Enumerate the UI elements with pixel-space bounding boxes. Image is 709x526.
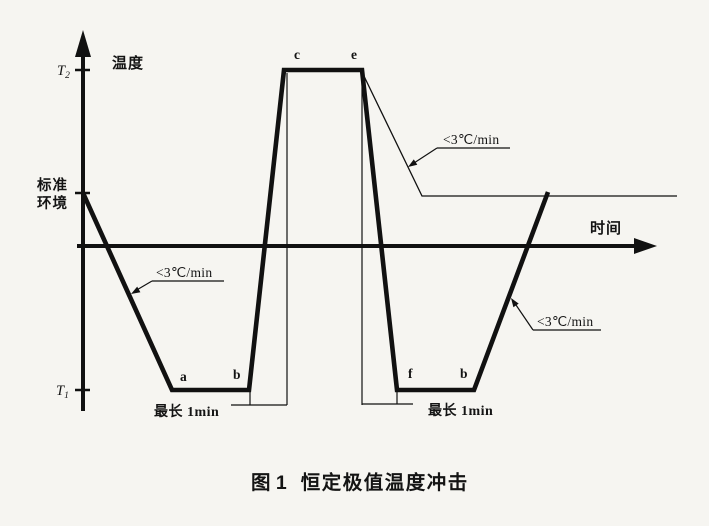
recovery-reference-line bbox=[361, 71, 677, 197]
rate-left-text: <3℃/min bbox=[156, 265, 212, 280]
point-label-e: e bbox=[351, 47, 357, 62]
point-label-f: f bbox=[408, 366, 413, 381]
t1-sub: 1 bbox=[64, 391, 69, 401]
y-axis-arrowhead-icon bbox=[75, 30, 91, 57]
rate-bottom-right-leader bbox=[515, 304, 534, 331]
point-label-b2: b bbox=[460, 366, 468, 381]
figure-caption-prefix: 图 1 bbox=[251, 472, 287, 494]
x-axis-label: 时间 bbox=[590, 219, 622, 237]
rate-bottom-right-arrowhead-icon bbox=[511, 298, 519, 308]
figure-caption: 图 1 恒定极值温度冲击 bbox=[251, 471, 469, 494]
rate-left-arrowhead-icon bbox=[131, 286, 141, 294]
dwell-label-left: 最长 1min bbox=[154, 403, 219, 420]
y-axis-label: 温度 bbox=[112, 54, 144, 72]
rate-top-right-arrowhead-icon bbox=[408, 159, 418, 167]
point-label-a: a bbox=[180, 369, 187, 384]
t2-base: T bbox=[57, 63, 66, 79]
t2-label: T2 bbox=[57, 63, 70, 81]
dwell-label-right: 最长 1min bbox=[428, 402, 493, 419]
rate-top-right-text: <3℃/min bbox=[443, 132, 499, 147]
ambient-label-line2: 环境 bbox=[37, 194, 68, 212]
figure-caption-title: 恒定极值温度冲击 bbox=[301, 471, 469, 494]
x-axis-arrowhead-icon bbox=[634, 238, 657, 254]
rate-bottom-right-text: <3℃/min bbox=[537, 314, 593, 329]
point-label-b1: b bbox=[233, 367, 241, 382]
point-label-c: c bbox=[294, 47, 300, 62]
t1-label: T1 bbox=[56, 383, 69, 401]
rate-top-right-leader bbox=[413, 147, 438, 164]
ambient-label-line1: 标准 bbox=[36, 176, 68, 194]
temperature-profile-line bbox=[80, 67, 551, 393]
t2-sub: 2 bbox=[65, 71, 70, 81]
t1-base: T bbox=[56, 383, 65, 399]
